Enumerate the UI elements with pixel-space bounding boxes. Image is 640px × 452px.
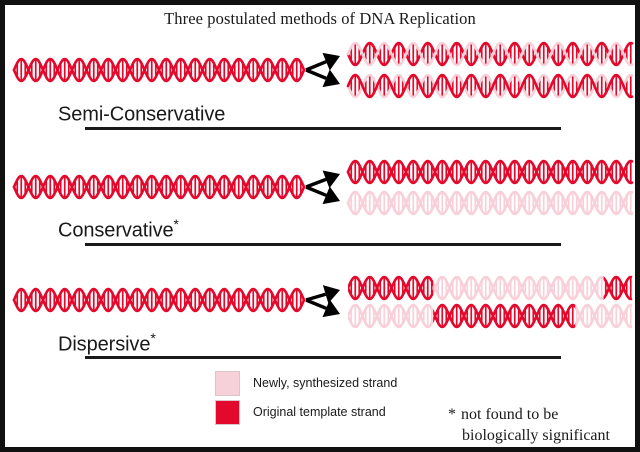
method-row-conservative: [12, 159, 634, 216]
daughter-dna-helix-1: [348, 275, 633, 301]
method-row-dispersive: [12, 275, 633, 329]
method-label-text: Conservative: [58, 219, 174, 242]
method-label-text: Semi-Conservative: [58, 103, 226, 126]
method-footnote-marker: *: [173, 216, 179, 232]
daughter-dna-helix-2: [346, 190, 634, 216]
method-label-conservative: Conservative*: [58, 216, 179, 243]
replication-fork-arrows: [305, 52, 340, 88]
daughter-dna-helix-2: [348, 303, 633, 329]
replication-fork-arrows: [305, 170, 340, 205]
method-label-semi-conservative: Semi-Conservative: [58, 100, 225, 127]
daughter-dna-helix-1: [346, 41, 634, 67]
footnote-marker: *: [448, 406, 456, 423]
parent-dna-helix: [12, 287, 306, 313]
parent-dna-helix: [12, 57, 306, 83]
legend-swatch-new-strand: [215, 371, 240, 396]
daughter-dna-helix-2: [346, 73, 634, 99]
method-label-text: Dispersive: [58, 333, 151, 356]
section-divider: [85, 127, 561, 130]
daughter-dna-helix-1: [346, 159, 634, 185]
footnote-line-1: not found to be: [461, 406, 559, 423]
footnote-line-2: biologically significant: [462, 427, 610, 444]
parent-dna-helix: [12, 174, 306, 200]
replication-fork-arrows: [305, 285, 340, 318]
method-footnote-marker: *: [150, 330, 156, 346]
section-divider: [85, 243, 561, 246]
page-title: Three postulated methods of DNA Replicat…: [164, 9, 476, 28]
legend-swatch-original-strand: [215, 400, 240, 425]
section-divider: [85, 356, 561, 359]
footnote: * not found to be biologically significan…: [448, 404, 610, 446]
legend-label-original-strand: Original template strand: [253, 405, 386, 419]
method-row-semi-conservative: [12, 41, 634, 99]
legend-label-new-strand: Newly, synthesized strand: [253, 376, 398, 390]
method-label-dispersive: Dispersive*: [58, 330, 156, 357]
